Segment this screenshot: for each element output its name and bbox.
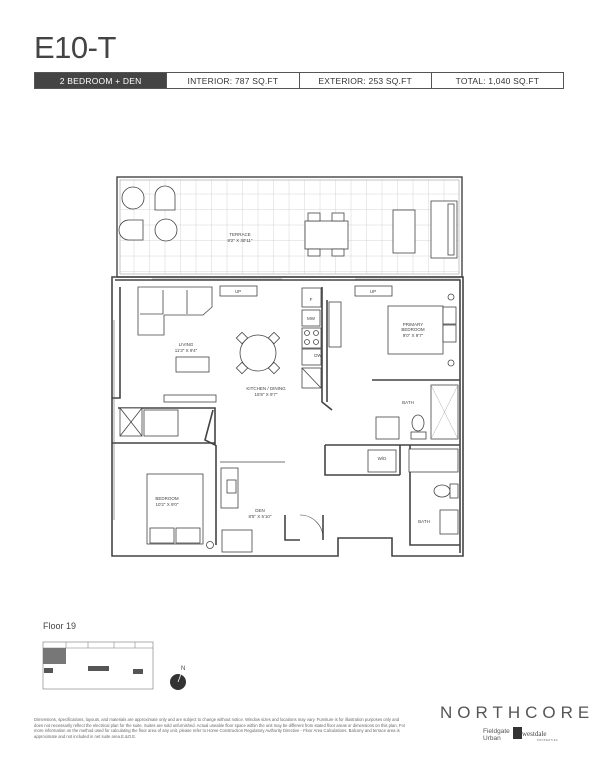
key-plan: N xyxy=(42,641,186,690)
westdale-logo: westdale xyxy=(522,730,547,738)
living-furniture: LIVING 11'3" X 9'4" xyxy=(119,286,217,437)
floor-label: Floor 19 xyxy=(43,621,77,631)
north-label: N xyxy=(181,666,185,672)
westdale-subtitle: PROPERTIES xyxy=(537,739,559,742)
bath-label-1: BATH xyxy=(402,400,414,405)
terrace-dims: 8'2" X 30'11" xyxy=(227,238,252,243)
interior-area: INTERIOR: 787 SQ.FT xyxy=(166,73,298,88)
kitchen-label: KITCHEN / DINING xyxy=(246,386,286,391)
microwave-label: MW xyxy=(307,316,316,321)
washer-dryer xyxy=(367,449,397,473)
northcore-logo: NORTHCORE xyxy=(440,703,595,722)
unit-title: E10-T xyxy=(34,30,116,65)
living-dims: 11'3" X 9'4" xyxy=(175,348,198,353)
stairs-up-1 xyxy=(219,285,258,297)
bedroom-label: BEDROOM xyxy=(155,496,179,501)
unit-type: 2 BEDROOM + DEN xyxy=(35,73,167,88)
unit-spec-bar: 2 BEDROOM + DEN INTERIOR: 787 SQ.FT EXTE… xyxy=(34,72,564,89)
up-label-1: UP xyxy=(235,289,241,294)
den-dims: 8'5" X 5'10" xyxy=(249,514,272,519)
total-area: TOTAL: 1,040 SQ.FT xyxy=(430,73,563,88)
stairs-up-2 xyxy=(354,285,393,297)
primary-dims: 9'0" X 9'7" xyxy=(403,333,424,338)
bath-label-2: BATH xyxy=(418,519,430,524)
fieldgate-line1: Fieldgate xyxy=(483,728,510,735)
terrace-label: TERRACE xyxy=(229,232,251,237)
dishwasher-label: DW xyxy=(314,353,322,358)
primary-bedroom: PRIMARY BEDROOM 9'0" X 9'7" xyxy=(387,293,457,367)
bedroom: BEDROOM 10'2" X 9'0" xyxy=(146,473,214,549)
up-label-2: UP xyxy=(370,289,376,294)
unit-walls xyxy=(111,276,464,557)
washer-dryer-label: W/D xyxy=(378,456,387,461)
windows xyxy=(113,278,460,520)
second-bath: BATH xyxy=(408,448,459,535)
primary-label-2: BEDROOM xyxy=(401,327,425,332)
fieldgate-line2: Urban xyxy=(483,735,501,742)
terrace: TERRACE 8'2" X 30'11" xyxy=(116,176,463,278)
den: DEN 8'5" X 5'10" xyxy=(220,461,285,553)
disclaimer: Dimensions, specifications, layouts, and… xyxy=(34,717,406,739)
den-label: DEN xyxy=(255,508,265,513)
bedroom-dims: 10'2" X 9'0" xyxy=(156,502,179,507)
living-label: LIVING xyxy=(179,342,194,347)
primary-bath: BATH xyxy=(375,384,459,440)
westdale-logo-mark xyxy=(513,727,522,739)
primary-label-1: PRIMARY xyxy=(403,322,423,327)
unit-highlight xyxy=(43,648,66,664)
kitchen-dining: F MW DW KITCHEN / DINING 15'8" X 9'7" xyxy=(235,287,342,397)
kitchen-dims: 15'8" X 9'7" xyxy=(255,392,278,397)
exterior-area: EXTERIOR: 253 SQ.FT xyxy=(298,73,431,88)
fridge-label: F xyxy=(310,297,313,302)
